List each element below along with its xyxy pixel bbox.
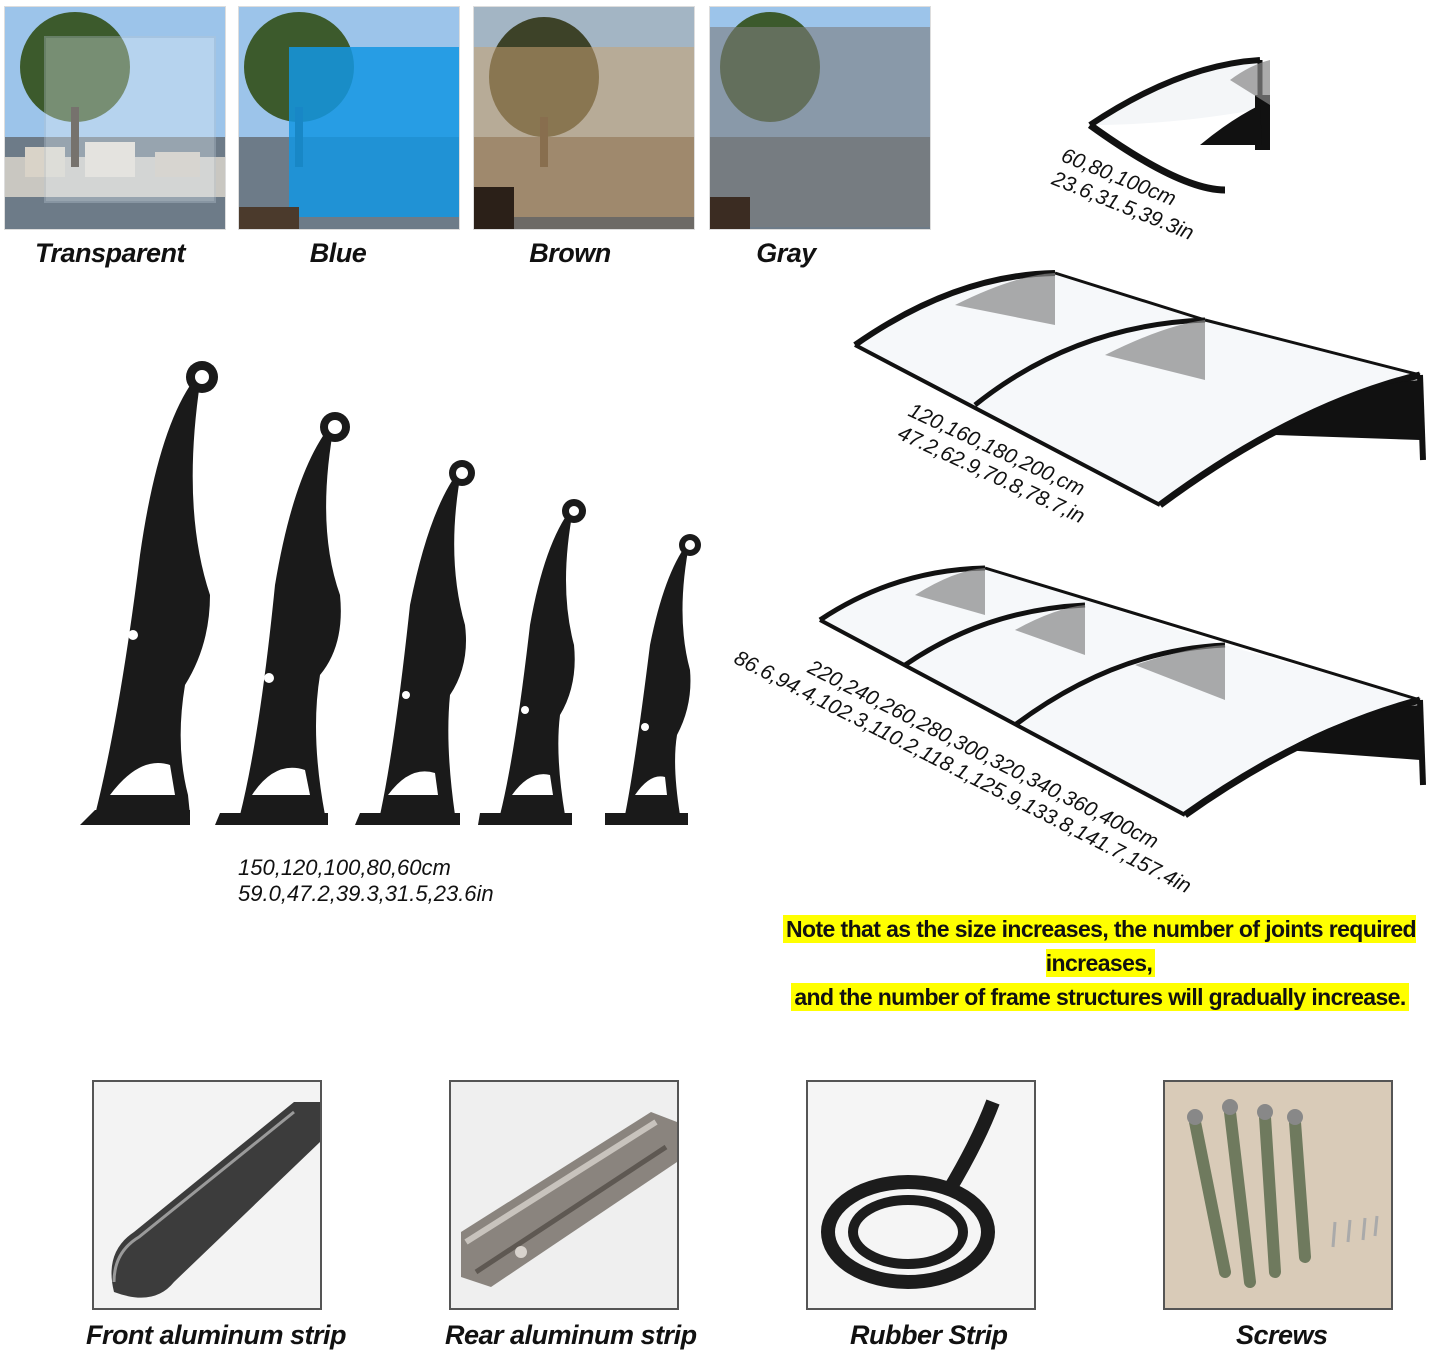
swatch-transparent — [4, 6, 226, 230]
swatch-blue — [238, 6, 460, 230]
screws-image — [1165, 1082, 1391, 1308]
rubber-strip-photo — [806, 1080, 1036, 1310]
awning-small-image — [1087, 57, 1270, 194]
transparent-sheet-photo — [5, 7, 225, 229]
accessory-label-front-strip: Front aluminum strip — [86, 1320, 347, 1350]
gray-sheet-photo — [710, 7, 930, 229]
size-note-line2: and the number of frame structures will … — [792, 984, 1408, 1010]
accessory-label-rubber-strip: Rubber Strip — [850, 1320, 1008, 1350]
color-label-gray: Gray — [756, 238, 816, 268]
swatch-brown — [473, 6, 695, 230]
size-note-line1: Note that as the size increases, the num… — [784, 916, 1417, 976]
color-label-blue: Blue — [309, 238, 367, 268]
awning-large-image — [818, 565, 1426, 818]
rubber-strip-image — [808, 1082, 1034, 1308]
bracket-dims: 150,120,100,80,60cm 59.0,47.2,39.3,31.5,… — [238, 855, 494, 907]
screws-photo — [1163, 1080, 1393, 1310]
front-strip-image — [94, 1082, 320, 1308]
color-label-transparent: Transparent — [34, 238, 186, 268]
brackets-image — [80, 361, 701, 825]
brown-sheet-photo — [474, 7, 694, 229]
color-label-brown: Brown — [529, 238, 611, 268]
bracket-dims-in: 59.0,47.2,39.3,31.5,23.6in — [238, 881, 494, 906]
swatch-gray — [709, 6, 931, 230]
awning-medium-image — [853, 270, 1426, 508]
rear-strip-image — [451, 1082, 677, 1308]
accessory-label-screws: Screws — [1236, 1320, 1328, 1350]
rear-strip-photo — [449, 1080, 679, 1310]
size-note: Note that as the size increases, the num… — [780, 912, 1420, 1014]
bracket-dims-cm: 150,120,100,80,60cm — [238, 855, 451, 880]
accessory-label-rear-strip: Rear aluminum strip — [445, 1320, 697, 1350]
blue-sheet-photo — [239, 7, 459, 229]
front-strip-photo — [92, 1080, 322, 1310]
